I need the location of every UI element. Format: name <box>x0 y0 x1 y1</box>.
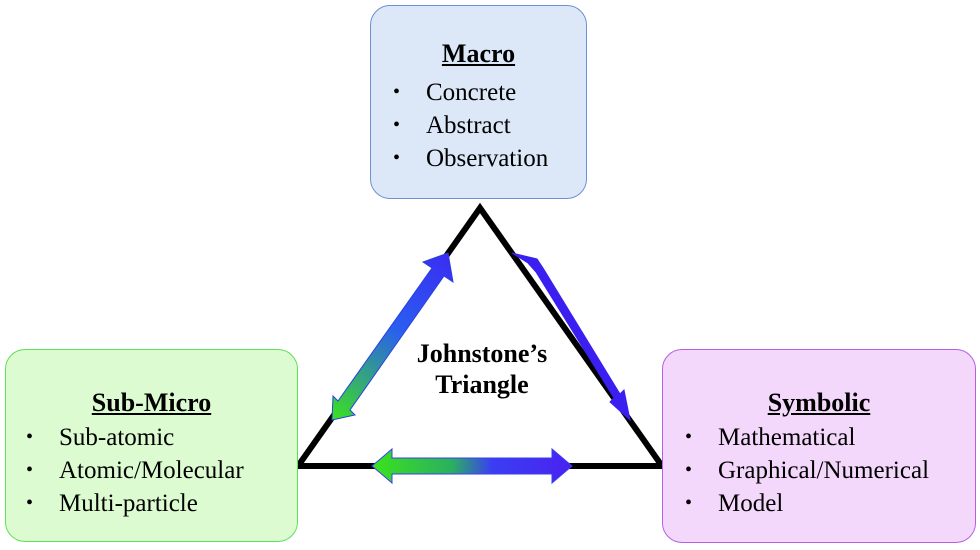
list-item-label: Graphical/Numerical <box>718 457 930 484</box>
center-label-line2: Triangle <box>435 370 529 399</box>
symbolic-title: Symbolic <box>767 388 871 417</box>
triangle-outline <box>292 202 668 469</box>
submicro-title: Sub-Micro <box>91 388 212 417</box>
bullet-icon: • <box>685 426 693 448</box>
list-item: • Graphical/Numerical <box>685 454 929 487</box>
bullet-icon: • <box>393 81 401 103</box>
list-item: • Mathematical <box>685 421 929 454</box>
macro-node: Macro • Concrete • Abstract • Observation <box>370 5 587 199</box>
submicro-node: Sub-Micro • Sub-atomic • Atomic/Molecular … <box>5 349 298 542</box>
submicro-list: • Sub-atomic • Atomic/Molecular • Multi-par… <box>26 421 244 520</box>
list-item-label: Multi-particle <box>59 490 198 517</box>
list-item: • Abstract <box>393 109 548 142</box>
list-item-label: Abstract <box>426 112 511 139</box>
list-item: • Concrete <box>393 76 548 109</box>
list-item-label: Mathematical <box>718 424 856 451</box>
bullet-icon: • <box>26 459 34 481</box>
symbolic-list: • Mathematical • Graphical/Numerical • Mode… <box>685 421 929 520</box>
list-item: • Multi-particle <box>26 487 244 520</box>
bullet-icon: • <box>26 426 34 448</box>
list-item: • Sub-atomic <box>26 421 244 454</box>
bullet-icon: • <box>393 147 401 169</box>
macro-list: • Concrete • Abstract • Observation <box>393 76 548 175</box>
bullet-icon: • <box>393 114 401 136</box>
list-item-label: Atomic/Molecular <box>59 457 244 484</box>
list-item-label: Concrete <box>426 79 517 106</box>
center-label: Johnstone’s Triangle <box>402 338 562 400</box>
symbolic-node: Symbolic • Mathematical • Graphical/Numeri… <box>662 349 976 543</box>
center-label-line1: Johnstone’s <box>416 339 548 368</box>
bullet-icon: • <box>685 492 693 514</box>
list-item-label: Model <box>718 490 784 517</box>
arrow-macro-symbolic <box>511 252 631 422</box>
macro-title: Macro <box>441 39 516 68</box>
bullet-icon: • <box>685 459 693 481</box>
list-item: • Atomic/Molecular <box>26 454 244 487</box>
arrow-macro-submicro <box>331 252 454 421</box>
list-item-label: Observation <box>426 145 549 172</box>
list-item: • Observation <box>393 142 548 175</box>
list-item: • Model <box>685 487 929 520</box>
list-item-label: Sub-atomic <box>59 424 175 451</box>
arrow-submicro-symbolic <box>371 447 573 485</box>
bullet-icon: • <box>26 492 34 514</box>
